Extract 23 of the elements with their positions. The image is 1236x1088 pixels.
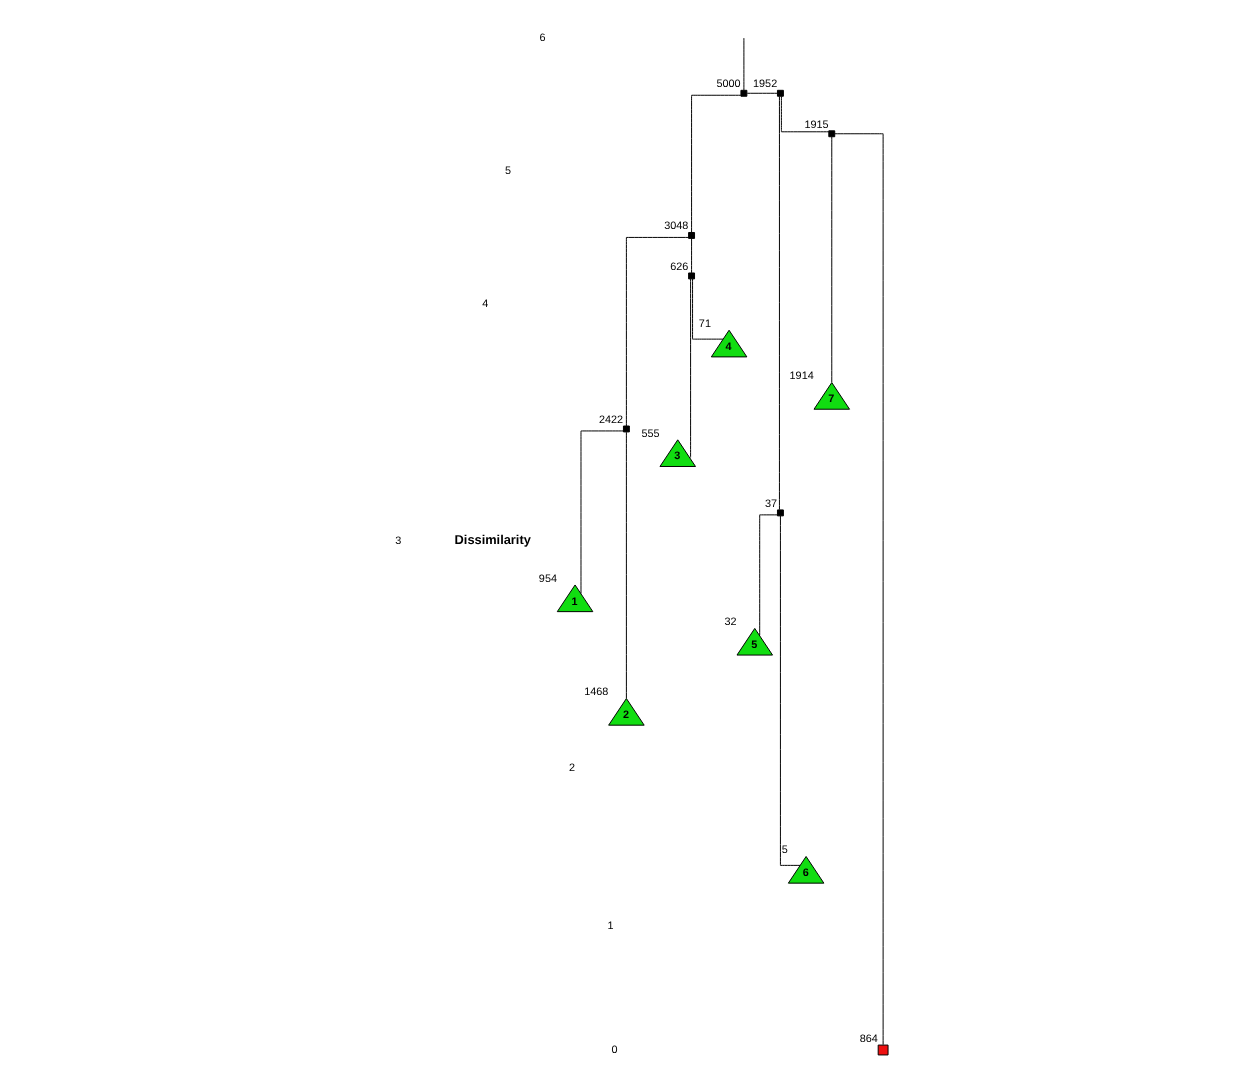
connector: [690, 238, 692, 274]
node-box: [687, 232, 695, 239]
node-box: [621, 425, 629, 433]
node-box: [775, 509, 783, 517]
connector: [777, 95, 779, 511]
connector: [778, 515, 800, 866]
connector: [742, 37, 744, 91]
connector: [690, 94, 741, 233]
node-box: [827, 130, 835, 138]
connector: [758, 514, 777, 636]
connector: [691, 278, 723, 340]
connector: [689, 278, 691, 458]
connector: [624, 431, 626, 699]
connector: [779, 95, 829, 133]
connector: [833, 133, 883, 1046]
connector: [745, 92, 777, 94]
connector: [579, 430, 623, 594]
node-box: [739, 89, 747, 97]
connector: [624, 236, 688, 427]
node-box: [876, 1044, 888, 1056]
node-box: [687, 272, 695, 280]
node-box: [775, 89, 783, 97]
connector: [830, 136, 832, 383]
